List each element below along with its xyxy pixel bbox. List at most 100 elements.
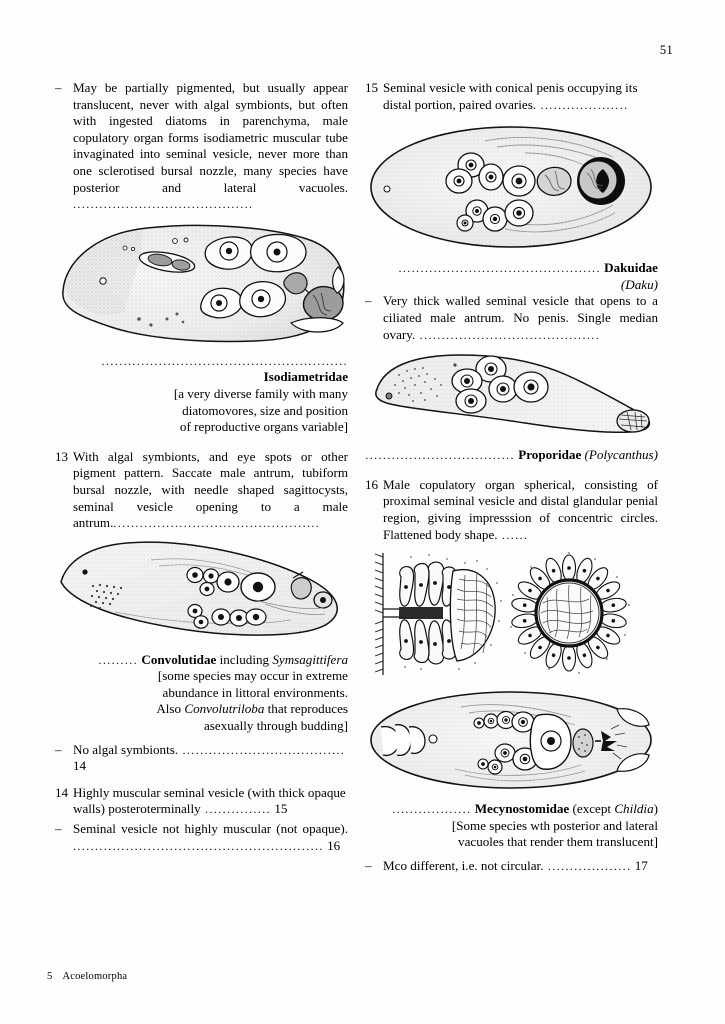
entry-lead-number: 15 — [365, 80, 379, 95]
key-entry-15-alternate: – Very thick walled seminal vesicle that… — [365, 293, 658, 343]
leader-dots: ............... — [200, 802, 272, 817]
spacer — [55, 436, 348, 449]
family-name: Dakuidae — [604, 260, 658, 276]
figure-isodiametridae — [55, 219, 348, 347]
entry-description: Very thick walled seminal vesicle that o… — [383, 293, 658, 342]
entry-text: No algal symbionts. ....................… — [73, 742, 348, 775]
right-column: 15 Seminal vesicle with conical penis oc… — [365, 80, 658, 878]
entry-lead-number: 16 — [365, 476, 379, 492]
footer-chapter-title: Acoelomorpha — [62, 971, 128, 982]
note-isodiametridae-line-3: of reproductive organs variable] — [179, 419, 348, 435]
note-convolutidae-line-4: asexually through budding] — [203, 718, 348, 734]
entry-description: Seminal vesicle with conical penis occup… — [383, 80, 638, 112]
note-mecynostomidae-line-1: [Some species wth posterior and lateral — [451, 817, 658, 833]
entry-description: Mco different, i.e. not circular. — [383, 857, 544, 873]
qualifier-open: (except — [572, 801, 612, 817]
entry-description: Male copulatory organ spherical, consist… — [383, 476, 658, 542]
page-number-header: 51 — [659, 43, 673, 57]
caption-leader-dots: .................................. — [365, 448, 515, 463]
entry-text: Mco different, i.e. not circular. ......… — [383, 858, 658, 875]
entry-description: With algal symbionts, and eye spots or o… — [73, 448, 348, 531]
note-isodiametridae-line-2: diatomovores, size and position — [182, 402, 348, 418]
family-name: Mecynostomidae — [474, 801, 570, 817]
caption-leader-dots: ........................................… — [398, 261, 601, 276]
caption-leader-dots: ......... — [98, 652, 139, 667]
entry-description: Highly muscular seminal vesicle (with th… — [73, 784, 346, 817]
result-mecynostomidae: .................. Mecynostomidae (excep… — [365, 801, 658, 818]
page-footer: 5 Acoelomorpha — [47, 971, 127, 982]
entry-goto-number: 17 — [634, 857, 648, 873]
entry-lead-marker: – — [55, 741, 62, 757]
key-entry-14: 14 Highly muscular seminal vesicle (with… — [55, 785, 348, 818]
figure-convolutidae — [55, 538, 348, 646]
note-isodiametridae-line-1: [a very diverse family with many — [173, 385, 348, 401]
leader-dots: ..................................... — [178, 742, 346, 757]
spacer — [365, 851, 658, 858]
key-entry-16: 16 Male copulatory organ spherical, cons… — [365, 477, 658, 543]
family-name: Proporidae — [518, 447, 582, 463]
entry-goto-number: 15 — [274, 801, 288, 817]
family-name: Isodiametridae — [263, 369, 348, 385]
entry-text: Seminal vesicle with conical penis occup… — [383, 80, 658, 113]
leader-dots: ........................................… — [113, 516, 321, 531]
figure-dakuidae — [365, 119, 658, 254]
genus-name: (Polycanthus) — [584, 447, 658, 463]
qualifier-close: ) — [653, 801, 658, 817]
genus-name: Symsagittifera — [272, 651, 348, 667]
mecynostomid-worm-illustration — [370, 691, 652, 789]
entry-text: Seminal vesicle not highly muscular (not… — [73, 821, 348, 854]
isodiametrid-worm-illustration — [62, 224, 345, 342]
entry-lead-marker: – — [365, 293, 372, 309]
caption-leader-dots: .................. — [392, 802, 472, 817]
family-name: Convolutidae — [141, 651, 217, 667]
footer-chapter-number: 5 — [47, 971, 53, 982]
leader-dots: ...... — [497, 527, 529, 542]
result-dakuidae: ........................................… — [365, 260, 658, 293]
entry-text: With algal symbionts, and eye spots or o… — [73, 449, 348, 532]
left-column: – May be partially pigmented, but usuall… — [55, 80, 348, 857]
spacer — [55, 778, 348, 785]
result-proporidae: .................................. Propo… — [365, 447, 658, 464]
key-entry-16-alternate: – Mco different, i.e. not circular. ....… — [365, 858, 658, 875]
leader-dots: ........................................… — [73, 838, 324, 853]
genus-name: (Daku) — [620, 276, 658, 292]
figure-mecynostomidae — [365, 685, 658, 795]
entry-text: Very thick walled seminal vesicle that o… — [383, 293, 658, 343]
key-entry-14-alternate: – Seminal vesicle not highly muscular (n… — [55, 821, 348, 854]
entry-lead-marker: – — [55, 821, 62, 837]
genus-name: Childia — [614, 801, 654, 817]
result-convolutidae: ......... Convolutidae including Symsagi… — [55, 652, 348, 669]
figure-mco-detail — [365, 549, 658, 679]
entry-text: Highly muscular seminal vesicle (with th… — [73, 785, 348, 818]
leader-dots: ................... — [543, 858, 632, 873]
entry-lead-marker: – — [365, 857, 372, 873]
entry-description: No algal symbionts. — [73, 741, 179, 757]
entry-lead-number: 14 — [55, 784, 69, 800]
note-convolutidae-line-3: Also Convolutriloba that reproduces — [156, 701, 348, 717]
note-convolutidae-line-1: [some species may occur in extreme — [157, 668, 348, 684]
leader-dots: ........................................… — [73, 197, 254, 212]
key-entry-15: 15 Seminal vesicle with conical penis oc… — [365, 80, 658, 113]
key-entry-13-alternate: – No algal symbionts. ..................… — [55, 742, 348, 775]
entry-goto-number: 16 — [327, 837, 341, 853]
key-entry-13: 13 With algal symbionts, and eye spots o… — [55, 449, 348, 532]
mco-concentric-circles-illustration — [374, 552, 630, 676]
leader-dots: .................... — [536, 97, 629, 112]
note-convolutidae-line-2: abundance in littoral environments. — [162, 684, 348, 700]
result-isodiametridae: ........................................… — [55, 353, 348, 386]
note-mecynostomidae-line-2: vacuoles that render them translucent] — [458, 834, 658, 850]
genus-name-secondary: Convolutriloba — [184, 701, 265, 717]
leader-dots: ........................................… — [415, 327, 601, 342]
entry-goto-number: 14 — [73, 758, 87, 774]
entry-lead-marker: – — [55, 80, 62, 95]
entry-description: May be partially pigmented, but usually … — [73, 80, 348, 195]
entry-text: Male copulatory organ spherical, consist… — [383, 477, 658, 543]
spacer — [365, 464, 658, 477]
dakuid-worm-illustration — [370, 126, 652, 248]
caption-leader-dots: ........................................… — [101, 353, 348, 368]
spacer — [55, 735, 348, 742]
figure-proporidae — [365, 349, 658, 441]
entry-lead-number: 13 — [55, 448, 69, 464]
proporid-worm-illustration — [375, 354, 651, 434]
